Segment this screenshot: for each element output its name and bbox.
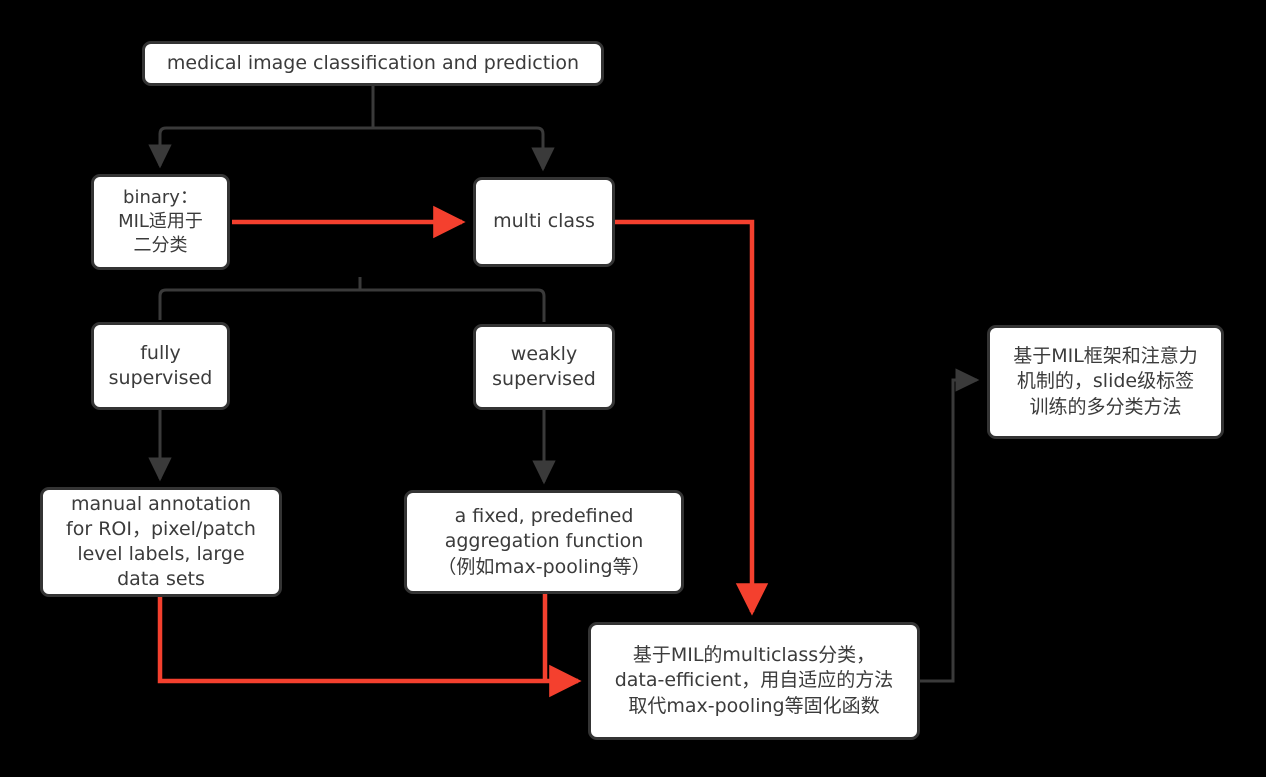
node-manual-annotation-label: manual annotation for ROI，pixel/patch le… <box>66 492 256 591</box>
node-binary[interactable]: binary： MIL适用于 二分类 <box>91 174 230 270</box>
node-manual-annotation[interactable]: manual annotation for ROI，pixel/patch le… <box>40 487 282 597</box>
node-weakly-supervised-label: weakly supervised <box>492 342 596 390</box>
node-multi-class[interactable]: multi class <box>473 177 615 267</box>
node-weakly-supervised[interactable]: weakly supervised <box>473 324 615 410</box>
node-multi-class-label: multi class <box>493 210 595 233</box>
edge-title-to-multi-class <box>373 126 555 172</box>
node-title-label: medical image classification and predict… <box>166 51 580 74</box>
node-fixed-aggregation[interactable]: a fixed, predefined aggregation function… <box>404 490 684 594</box>
node-fixed-aggregation-label: a fixed, predefined aggregation function… <box>437 505 651 578</box>
edge-multi-class-to-mil-multiclass <box>615 219 769 616</box>
edge-brace-to-fully-supervised <box>158 288 360 320</box>
node-fully-supervised[interactable]: fully supervised <box>91 322 230 410</box>
edge-brace-to-weakly-supervised <box>360 288 546 322</box>
node-mil-multiclass-label: 基于MIL的multiclass分类， data-efficient，用自适应的… <box>614 644 894 717</box>
edge-title-to-binary <box>148 126 373 169</box>
node-title[interactable]: medical image classification and predict… <box>142 41 604 86</box>
node-fully-supervised-label: fully supervised <box>108 341 213 389</box>
edge-mil-multiclass-to-attention-slide <box>920 368 980 683</box>
node-mil-multiclass[interactable]: 基于MIL的multiclass分类， data-efficient，用自适应的… <box>588 622 920 740</box>
node-binary-label: binary： MIL适用于 二分类 <box>118 187 203 256</box>
node-mil-attention-slide[interactable]: 基于MIL框架和注意力 机制的，slide级标签 训练的多分类方法 <box>987 325 1224 439</box>
node-mil-attention-slide-label: 基于MIL框架和注意力 机制的，slide级标签 训练的多分类方法 <box>1013 345 1198 418</box>
edge-manual-annotation-to-mil-multiclass <box>157 597 582 698</box>
